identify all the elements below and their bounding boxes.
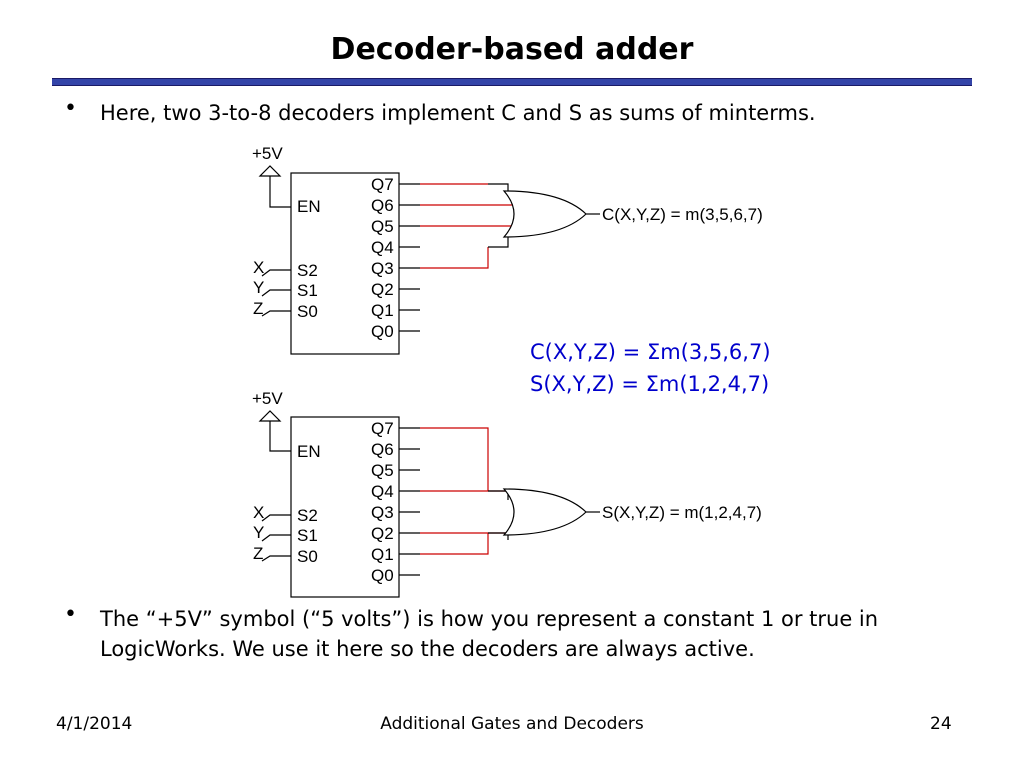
bottom-select-s2: S2 [297, 506, 318, 525]
bottom-out-q5: Q5 [371, 461, 394, 480]
bottom-enable-label: EN [297, 442, 321, 461]
top-out-q2: Q2 [371, 280, 394, 299]
footer-title: Additional Gates and Decoders [380, 714, 644, 734]
footer-date: 4/1/2014 [56, 714, 133, 734]
bullet-dot: • [64, 96, 77, 121]
top-decoder-box [290, 172, 400, 355]
top-out-q4: Q4 [371, 238, 394, 257]
title-divider [52, 78, 972, 86]
bottom-enable-wire [269, 421, 291, 452]
bullet-dot: • [64, 602, 77, 627]
bottom-power-symbol [258, 410, 282, 422]
bottom-wire-x [261, 514, 291, 522]
bottom-output-label: S(X,Y,Z) = m(1,2,4,7) [602, 503, 762, 522]
top-input-x: X [253, 258, 264, 277]
top-out-q5: Q5 [371, 217, 394, 236]
top-power-label: +5V [252, 144, 283, 163]
bottom-or-gate [502, 488, 587, 536]
top-select-s2: S2 [297, 261, 318, 280]
top-out-q7: Q7 [371, 175, 394, 194]
bottom-out-q6: Q6 [371, 440, 394, 459]
bottom-select-s1: S1 [297, 526, 318, 545]
bottom-input-x: X [253, 503, 264, 522]
bottom-out-q7: Q7 [371, 419, 394, 438]
bottom-wire-z [261, 555, 291, 562]
bottom-input-z: Z [253, 544, 263, 563]
bullet-1: • Here, two 3-to-8 decoders implement C … [64, 96, 980, 128]
top-wire-z [261, 310, 291, 317]
top-power-symbol [258, 165, 282, 177]
bottom-decoder: +5V EN X Y Z S2 S1 S0 Q7 Q6 Q5 Q4 Q3 Q2 … [252, 389, 762, 598]
top-wire-y [261, 289, 291, 297]
bullet-1-text: Here, two 3-to-8 decoders implement C an… [100, 101, 816, 125]
bullet-2: • The “+5V” symbol (“5 volts”) is how yo… [64, 602, 980, 664]
footer-page-number: 24 [930, 714, 952, 734]
bottom-out-q1: Q1 [371, 545, 394, 564]
top-output-stubs [399, 183, 420, 332]
bottom-wire-y [261, 534, 291, 542]
top-out-q1: Q1 [371, 301, 394, 320]
top-input-z: Z [253, 299, 263, 318]
equation-c: C(X,Y,Z) = Σm(3,5,6,7) [530, 340, 771, 364]
bottom-out-q2: Q2 [371, 524, 394, 543]
top-enable-wire [269, 176, 291, 208]
slide-title: Decoder-based adder [330, 32, 694, 67]
bottom-out-q4: Q4 [371, 482, 394, 501]
top-select-s1: S1 [297, 281, 318, 300]
bottom-or-inputs [488, 490, 509, 540]
top-out-q0: Q0 [371, 322, 394, 341]
bottom-decoder-box [290, 416, 400, 598]
top-select-s0: S0 [297, 302, 318, 321]
bottom-power-label: +5V [252, 389, 283, 408]
top-decoder: +5V EN X Y Z S2 S1 S0 Q7 Q6 Q5 Q4 Q3 Q2 … [252, 144, 763, 355]
top-or-gate [502, 190, 587, 238]
top-out-q6: Q6 [371, 196, 394, 215]
top-wire-x [261, 269, 291, 277]
top-output-label: C(X,Y,Z) = m(3,5,6,7) [602, 205, 763, 224]
top-input-y: Y [253, 278, 264, 297]
bullet-2-text: The “+5V” symbol (“5 volts”) is how you … [100, 607, 879, 661]
bottom-out-q3: Q3 [371, 503, 394, 522]
bottom-output-stubs [399, 427, 420, 576]
bottom-select-s0: S0 [297, 547, 318, 566]
bottom-out-q0: Q0 [371, 566, 394, 585]
equation-s: S(X,Y,Z) = Σm(1,2,4,7) [530, 372, 770, 396]
top-enable-label: EN [297, 197, 321, 216]
top-out-q3: Q3 [371, 259, 394, 278]
bottom-input-y: Y [253, 523, 264, 542]
top-red-wires [420, 183, 514, 269]
